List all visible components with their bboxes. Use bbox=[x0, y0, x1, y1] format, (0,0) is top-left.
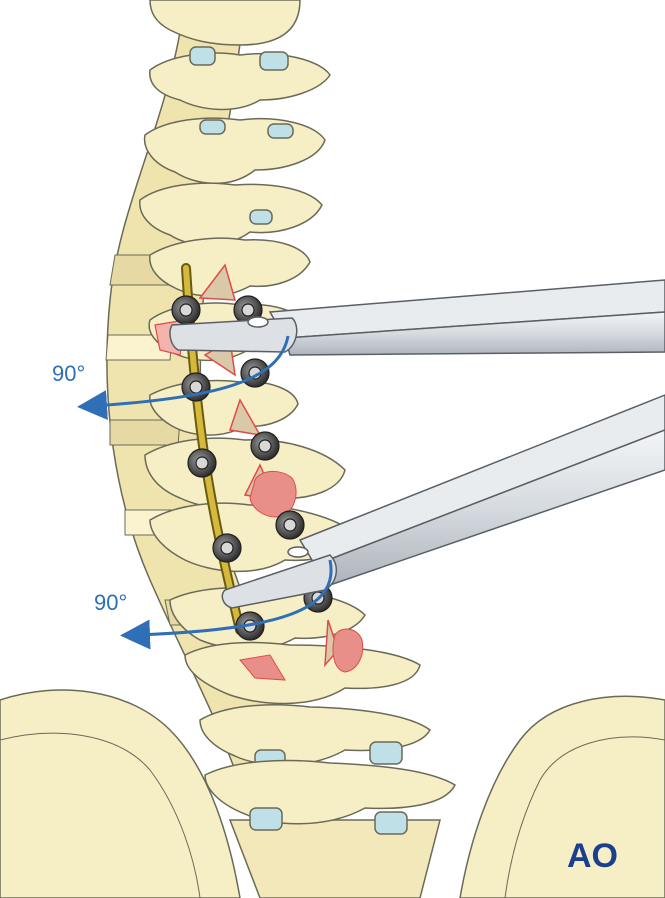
curved-rotation-arrow-lower bbox=[120, 559, 333, 650]
rotation-angle-label-lower: 90° bbox=[94, 590, 128, 615]
bone-graft-lower bbox=[332, 628, 364, 673]
derotation-instrument-upper bbox=[169, 279, 665, 356]
screw-head bbox=[240, 358, 270, 388]
pelvis bbox=[0, 689, 665, 898]
screw-head bbox=[250, 431, 280, 461]
posterior-elements bbox=[139, 0, 456, 835]
svg-text:AO: AO bbox=[567, 837, 618, 875]
curved-rotation-arrow-upper bbox=[77, 335, 290, 421]
screw-head bbox=[275, 510, 305, 540]
rotation-angle-label-upper: 90° bbox=[52, 361, 86, 386]
ao-logo: AO bbox=[567, 837, 618, 875]
screw-head bbox=[187, 448, 217, 478]
screw-head bbox=[171, 295, 201, 325]
screw-head bbox=[212, 533, 242, 563]
bone-graft-upper bbox=[249, 471, 297, 518]
